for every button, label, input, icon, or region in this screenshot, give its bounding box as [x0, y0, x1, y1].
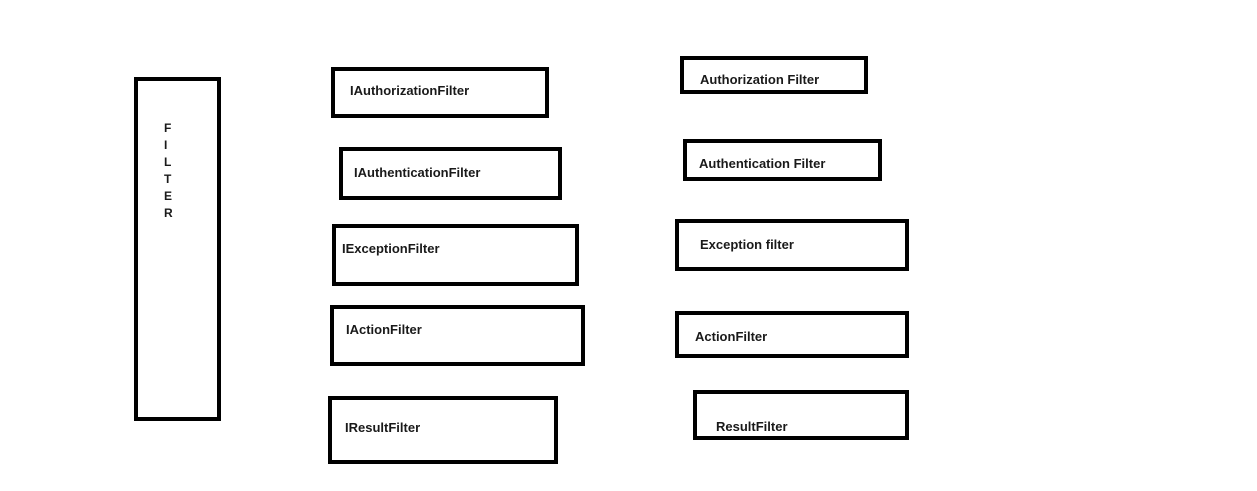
implementation-label: Authorization Filter [700, 72, 820, 87]
authentication-filter-box: Authentication Filter [683, 139, 882, 181]
filter-vertical-label: F I L T E R [164, 122, 174, 220]
iresultfilter-box: IResultFilter [328, 396, 558, 464]
implementation-label: ResultFilter [716, 419, 788, 434]
interface-label: IActionFilter [346, 322, 422, 337]
filter-box: F I L T E R [134, 77, 221, 421]
interface-label: IResultFilter [345, 420, 421, 435]
iactionfilter-box: IActionFilter [330, 305, 585, 366]
implementation-label: ActionFilter [695, 329, 768, 344]
resultfilter-box: ResultFilter [693, 390, 909, 440]
filter-letter: L [164, 155, 172, 169]
authorization-filter-box: Authorization Filter [680, 56, 868, 94]
filter-letter: T [164, 172, 172, 186]
implementation-label: Authentication Filter [699, 156, 826, 171]
iauthorizationfilter-box: IAuthorizationFilter [331, 67, 549, 118]
iauthenticationfilter-box: IAuthenticationFilter [339, 147, 562, 200]
implementation-label: Exception filter [700, 237, 794, 252]
exception-filter-box: Exception filter [675, 219, 909, 271]
filter-letter: F [164, 121, 172, 135]
interface-label: IExceptionFilter [342, 241, 440, 256]
iexceptionfilter-box: IExceptionFilter [332, 224, 579, 286]
filter-letter: E [164, 189, 173, 203]
interface-label: IAuthorizationFilter [350, 83, 470, 98]
filter-letter: R [164, 206, 173, 220]
interface-label: IAuthenticationFilter [354, 165, 481, 180]
actionfilter-box: ActionFilter [675, 311, 909, 358]
filter-letter: I [164, 138, 168, 152]
